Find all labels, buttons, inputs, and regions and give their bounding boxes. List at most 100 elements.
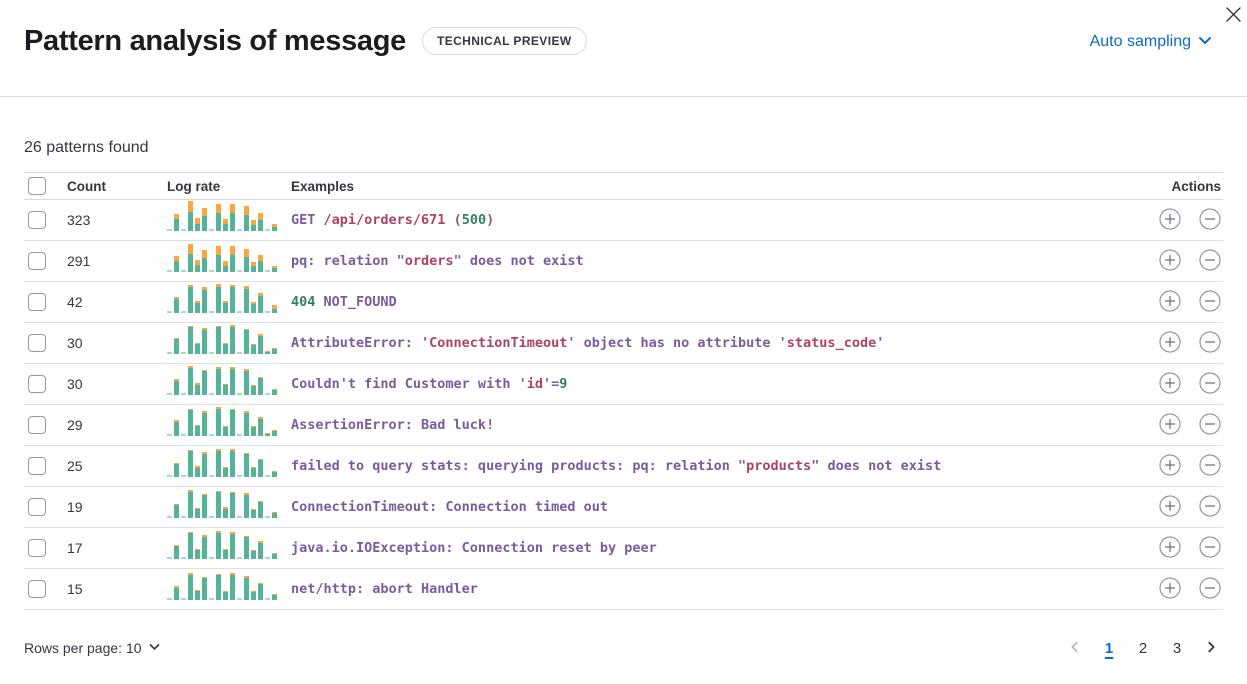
sparkline-bar (251, 344, 256, 354)
filter-out-pattern-button[interactable] (1199, 330, 1221, 354)
next-page-button[interactable] (1199, 636, 1223, 660)
filter-out-pattern-button[interactable] (1199, 207, 1221, 231)
filter-in-pattern-button[interactable] (1159, 576, 1181, 600)
pagination: 1 2 3 (1063, 636, 1223, 660)
sparkline-bar (244, 536, 249, 559)
sparkline-bar (244, 249, 249, 272)
previous-page-button[interactable] (1063, 636, 1087, 660)
filter-in-pattern-button[interactable] (1159, 248, 1181, 272)
filter-out-pattern-button[interactable] (1199, 412, 1221, 436)
sparkline-bar (265, 393, 270, 395)
sparkline-bar (195, 260, 200, 272)
filter-in-pattern-button[interactable] (1159, 494, 1181, 518)
sparkline-bar (167, 270, 172, 272)
sparkline-bar (223, 384, 228, 395)
close-icon[interactable] (1222, 3, 1244, 25)
minus-in-circle-icon (1199, 289, 1221, 315)
filter-in-pattern-button[interactable] (1159, 289, 1181, 313)
table-header-row: Count Log rate Examples Actions (24, 172, 1223, 200)
page-button-1[interactable]: 1 (1097, 636, 1121, 660)
table-row: 42 404 NOT_FOUND (24, 282, 1223, 323)
log-rate-sparkline (167, 201, 291, 236)
log-rate-sparkline (167, 531, 291, 564)
sparkline-bar (272, 512, 277, 518)
row-checkbox[interactable] (28, 498, 46, 516)
row-checkbox-cell (24, 375, 64, 393)
sparkline-bar (209, 516, 214, 518)
row-checkbox[interactable] (28, 293, 46, 311)
sparkline-bar (251, 262, 256, 272)
sparkline-bar (209, 475, 214, 477)
sparkline-bar (167, 516, 172, 518)
row-checkbox[interactable] (28, 580, 46, 598)
sparkline-bar (265, 557, 270, 559)
sparkline-bar (244, 206, 249, 231)
sparkline-bar (181, 229, 186, 231)
filter-out-pattern-button[interactable] (1199, 248, 1221, 272)
sparkline-bar (265, 229, 270, 231)
sparkline-bar (202, 370, 207, 395)
header-checkbox-cell (24, 177, 64, 195)
sparkline-bar (216, 574, 221, 600)
page-button-3[interactable]: 3 (1165, 636, 1189, 660)
sparkline-bar (181, 598, 186, 600)
filter-in-pattern-button[interactable] (1159, 330, 1181, 354)
sparkline-bar (251, 467, 256, 477)
minus-in-circle-icon (1199, 576, 1221, 602)
sparkline-bar (223, 219, 228, 231)
sparkline-bar (167, 393, 172, 395)
filter-out-pattern-button[interactable] (1199, 371, 1221, 397)
filter-out-pattern-button[interactable] (1199, 535, 1221, 559)
log-rate-cell (167, 366, 291, 400)
sparkline-bar (202, 535, 207, 559)
sparkline-bar (258, 501, 263, 518)
sparkline-bar (195, 383, 200, 395)
filter-in-pattern-button[interactable] (1159, 535, 1181, 559)
example-token: AssertionError: Bad luck! (291, 417, 495, 433)
row-checkbox[interactable] (28, 375, 46, 393)
sparkline-bar (188, 285, 193, 313)
row-checkbox[interactable] (28, 416, 46, 434)
log-rate-cell (167, 407, 291, 441)
rows-per-page-dropdown[interactable]: Rows per page: 10 (24, 640, 161, 656)
sampling-dropdown[interactable]: Auto sampling (1090, 32, 1213, 51)
select-all-checkbox[interactable] (28, 177, 46, 195)
sparkline-bar (174, 338, 179, 354)
minus-in-circle-icon (1199, 453, 1221, 479)
example-text: GET /api/orders/671 (500) (291, 212, 1127, 228)
table-row: 323 GET /api/orders/671 (500) (24, 200, 1223, 241)
example-token: id (526, 376, 543, 392)
minus-in-circle-icon (1199, 371, 1221, 397)
filter-out-pattern-button[interactable] (1199, 494, 1221, 518)
sparkline-bar (272, 305, 277, 313)
row-checkbox[interactable] (28, 334, 46, 352)
row-actions (1127, 207, 1223, 231)
row-checkbox[interactable] (28, 252, 46, 270)
row-checkbox[interactable] (28, 457, 46, 475)
column-header-actions: Actions (1171, 178, 1221, 194)
sparkline-bar (174, 545, 179, 559)
chevron-down-icon (1197, 32, 1213, 51)
filter-in-pattern-button[interactable] (1159, 207, 1181, 231)
filter-in-pattern-button[interactable] (1159, 371, 1181, 395)
sparkline-bar (265, 475, 270, 477)
row-checkbox[interactable] (28, 211, 46, 229)
filter-in-pattern-button[interactable] (1159, 412, 1181, 436)
page-button-2[interactable]: 2 (1131, 636, 1155, 660)
sparkline-bar (251, 426, 256, 436)
filter-out-pattern-button[interactable] (1199, 453, 1221, 479)
example-text: AttributeError: 'ConnectionTimeout' obje… (291, 335, 1127, 351)
sparkline-bar (258, 417, 263, 436)
sparkline-bar (195, 590, 200, 600)
example-token: '= (542, 376, 560, 392)
row-checkbox-cell (24, 293, 64, 311)
sparkline-bar (188, 366, 193, 395)
flyout-header: Pattern analysis of message TECHNICAL PR… (0, 0, 1247, 97)
filter-out-pattern-button[interactable] (1199, 289, 1221, 315)
sparkline-bar (272, 389, 277, 395)
example-token: orders (404, 253, 454, 269)
filter-out-pattern-button[interactable] (1199, 576, 1221, 602)
row-checkbox[interactable] (28, 539, 46, 557)
filter-in-pattern-button[interactable] (1159, 453, 1181, 477)
sparkline-bar (265, 351, 270, 354)
